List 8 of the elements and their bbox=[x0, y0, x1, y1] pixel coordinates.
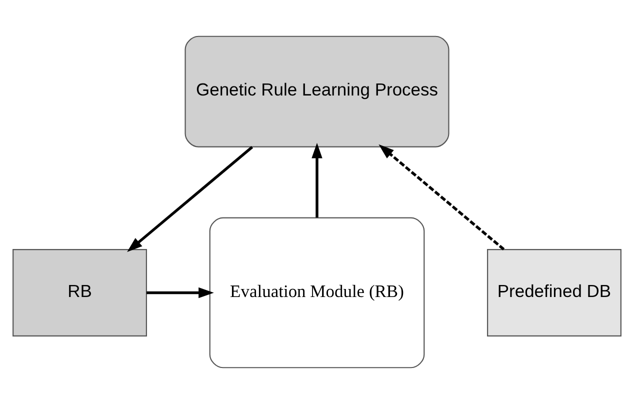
arrow bbox=[127, 146, 254, 252]
arrow bbox=[378, 144, 505, 250]
node-box: Genetic Rule Learning Process bbox=[184, 36, 450, 148]
node-box: Evaluation Module (RB) bbox=[209, 217, 425, 368]
node-box: RB bbox=[12, 249, 147, 336]
arrow bbox=[146, 287, 214, 298]
arrow bbox=[312, 142, 322, 218]
node-box: Predefined DB bbox=[487, 249, 622, 336]
